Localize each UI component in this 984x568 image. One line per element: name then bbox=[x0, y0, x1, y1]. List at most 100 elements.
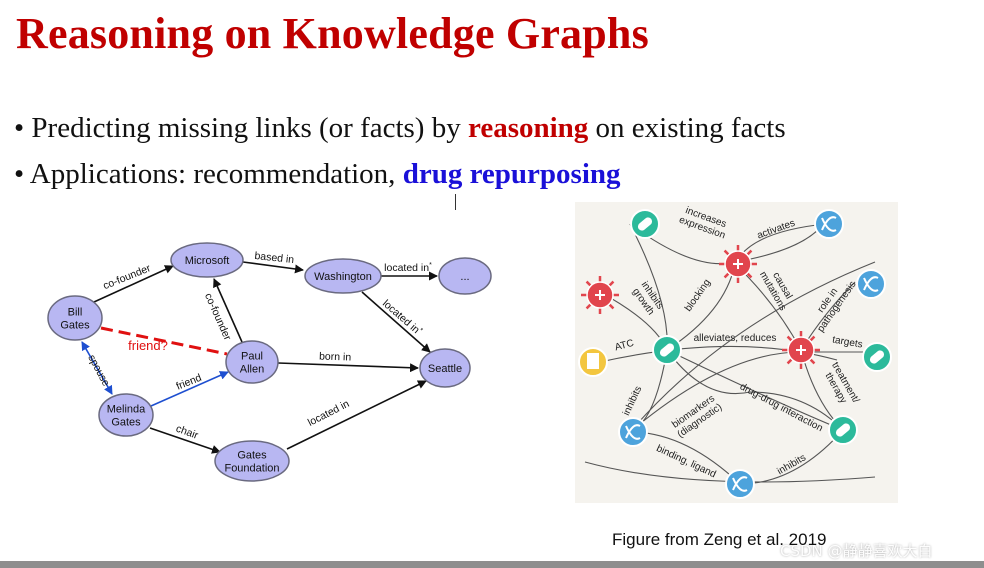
dna-circle bbox=[725, 469, 755, 499]
kg-edge-line bbox=[361, 291, 431, 353]
report-icon bbox=[578, 347, 608, 377]
drug-relation-label: targets bbox=[831, 334, 863, 350]
dna-circle bbox=[618, 417, 648, 447]
kg-edge-e6: born in bbox=[277, 350, 419, 373]
dna-strand bbox=[863, 277, 879, 292]
kg-node-label: Gates bbox=[60, 320, 90, 332]
kg-node-shape bbox=[304, 258, 382, 294]
report-sheet bbox=[587, 353, 599, 369]
kg-edge-label: based in bbox=[254, 250, 295, 266]
kg-node-label: Gates bbox=[237, 450, 267, 462]
kg-edge-e1: co-founder bbox=[93, 262, 174, 303]
kg-node-label: Washington bbox=[314, 271, 372, 283]
kg-node-shape bbox=[419, 348, 471, 388]
virus-icon bbox=[719, 245, 757, 283]
bullet-text: Applications: recommendation, bbox=[24, 158, 403, 190]
kg-node-shape bbox=[170, 242, 244, 278]
kg-node-dots: ... bbox=[438, 257, 492, 295]
pill-capsule bbox=[835, 423, 851, 437]
kg-edge-e3: located in* bbox=[381, 262, 438, 281]
dna-strand bbox=[625, 425, 641, 440]
kg-edge-line bbox=[213, 278, 243, 343]
kg-edge-line bbox=[100, 326, 228, 356]
kg-node-label: Microsoft bbox=[185, 255, 230, 267]
kg-node-shape bbox=[47, 295, 103, 341]
bottom-bar bbox=[0, 561, 984, 568]
kg-edge-e5: co-founder bbox=[202, 278, 243, 343]
kg-edge-line bbox=[149, 427, 221, 454]
bullet-text: Predicting missing links (or facts) by bbox=[24, 112, 468, 144]
figure-caption: Figure from Zeng et al. 2019 bbox=[612, 530, 827, 549]
pill-capsule bbox=[637, 217, 653, 231]
dna-strand bbox=[625, 424, 641, 439]
kg-node-label: Bill bbox=[68, 307, 83, 319]
dna-circle bbox=[856, 269, 886, 299]
pill-capsule bbox=[869, 350, 885, 364]
drug-relation-curve bbox=[584, 461, 876, 483]
drug-relation-label: alleviates, reduces bbox=[694, 333, 777, 344]
kg-edge-e7: friend? bbox=[100, 326, 228, 356]
kg-edge-e8: spouse bbox=[81, 341, 113, 395]
kg-edge-label: co-founder bbox=[202, 291, 234, 342]
drug-relation-curve bbox=[629, 261, 876, 433]
highlight-drug-repurposing: drug repurposing bbox=[402, 158, 621, 190]
knowledge-graph-diagram: co-founder based in located in* located in*… bbox=[47, 242, 492, 482]
dna-strand bbox=[863, 276, 879, 291]
kg-node-washington: Washington bbox=[304, 258, 382, 294]
kg-edge-label: chair bbox=[174, 423, 200, 442]
kg-edge-line bbox=[81, 341, 113, 395]
bullet-marker: • bbox=[14, 112, 25, 144]
kg-edge-e11: located in bbox=[286, 380, 427, 450]
kg-node-microsoft: Microsoft bbox=[170, 242, 244, 278]
pill-icon bbox=[862, 342, 892, 372]
kg-edge-label: located in* bbox=[380, 298, 424, 339]
virus-mark bbox=[595, 290, 605, 300]
kg-node-shape bbox=[438, 257, 492, 295]
csdn-watermark: CSDN @静静喜欢大白 bbox=[780, 542, 933, 560]
kg-edge-label: born in bbox=[319, 350, 352, 363]
kg-edge-e2: based in bbox=[242, 250, 304, 274]
kg-edge-label: friend? bbox=[128, 338, 168, 353]
dna-strand bbox=[732, 476, 748, 491]
drug-relation-curve bbox=[599, 291, 844, 431]
kg-node-label: Seattle bbox=[428, 363, 462, 375]
virus-mark bbox=[796, 345, 806, 355]
drug-relation-label: ATC bbox=[614, 338, 635, 354]
kg-edge-line bbox=[150, 371, 229, 407]
kg-edge-e10: chair bbox=[149, 423, 221, 454]
dna-strand bbox=[732, 477, 748, 492]
kg-node-label: Allen bbox=[240, 364, 264, 376]
pill-icon bbox=[652, 335, 682, 365]
dna-strand bbox=[821, 216, 837, 231]
kg-node-label: Paul bbox=[241, 351, 263, 363]
kg-node-shape bbox=[214, 440, 290, 482]
bullet-text-end: on existing facts bbox=[588, 112, 786, 144]
pill-capsule bbox=[659, 343, 675, 357]
virus-icon bbox=[581, 276, 619, 314]
kg-edge-line bbox=[93, 265, 174, 303]
dna-icon bbox=[725, 469, 755, 499]
kg-edge-label: located in* bbox=[384, 262, 432, 274]
bullet-predicting-links: • Predicting missing links (or facts) by… bbox=[14, 112, 786, 145]
virus-mark bbox=[733, 259, 743, 269]
pill-icon bbox=[630, 209, 660, 239]
pill-icon bbox=[828, 415, 858, 445]
kg-edge-line bbox=[277, 362, 419, 373]
text-cursor bbox=[455, 194, 456, 210]
drug-relation-curve bbox=[629, 351, 885, 433]
slide-title: Reasoning on Knowledge Graphs bbox=[16, 9, 649, 58]
kg-edge-line bbox=[286, 380, 427, 450]
dna-circle bbox=[814, 209, 844, 239]
kg-node-label: Melinda bbox=[107, 404, 146, 416]
kg-edge-e4: located in* bbox=[361, 291, 431, 353]
dna-strand bbox=[821, 217, 837, 232]
bullet-applications: • Applications: recommendation, drug rep… bbox=[14, 158, 621, 191]
kg-node-label: Gates bbox=[111, 417, 141, 429]
drug-relation-curve bbox=[666, 349, 844, 431]
kg-edge-label: spouse bbox=[85, 353, 112, 389]
kg-node-shape bbox=[225, 340, 279, 384]
